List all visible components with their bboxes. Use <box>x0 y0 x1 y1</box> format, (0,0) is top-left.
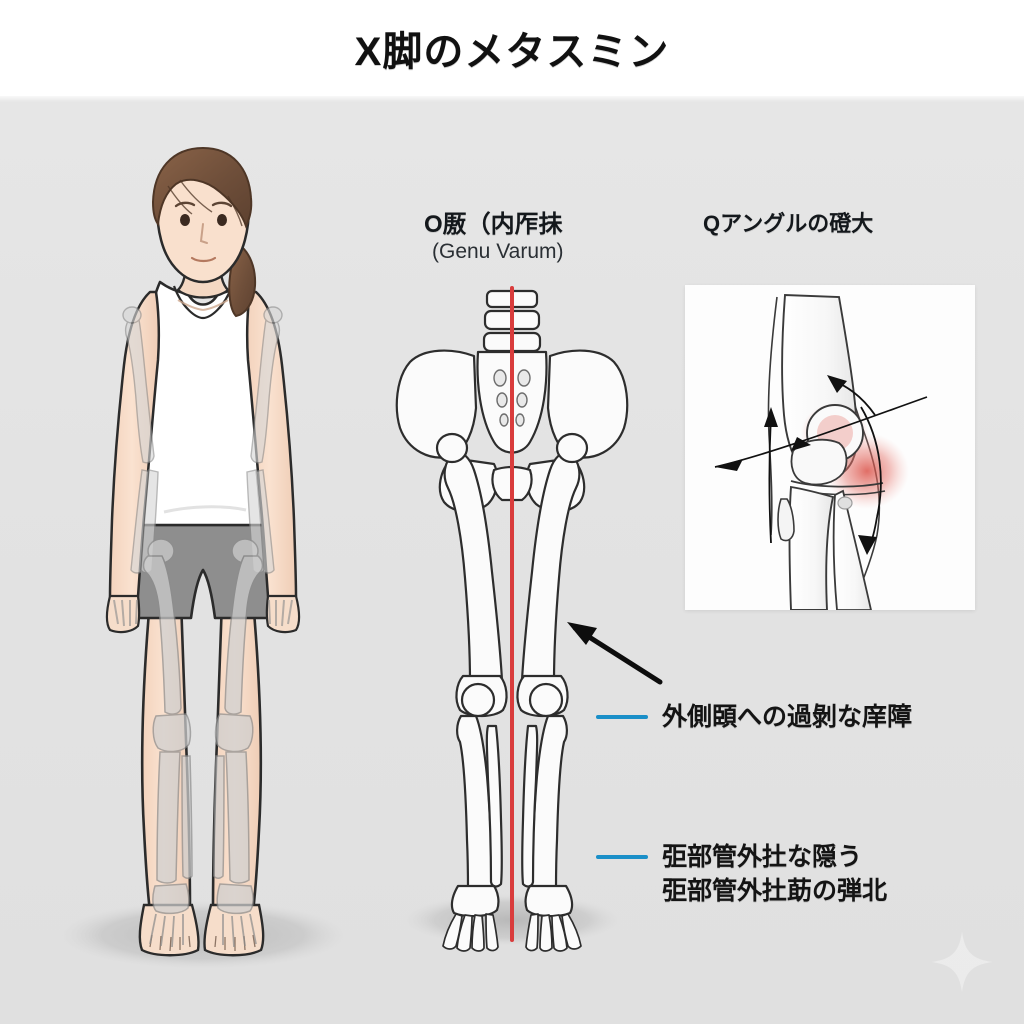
callout-text-1: 外側頣への過剝な庠障 <box>662 703 913 731</box>
title-band: X脚のメタスミン <box>0 0 1024 96</box>
callout-text-2-line-1: 弡部管外扗な隠う <box>662 843 863 871</box>
callout-lateral-overload: 外側頣への過剝な庠障 <box>596 700 912 734</box>
heading-q-angle: Qアングルの磴大 <box>703 211 874 236</box>
knee-fibula <box>777 498 795 542</box>
knee-ossicle <box>837 496 853 510</box>
heading-genu-varum: O厫（内厏抺 <box>424 211 563 238</box>
arrow-head-lateral-up <box>827 375 847 393</box>
callout-text-block-2: 弡部管外扗な隠う 弡部管外扗莇の弾北 <box>662 840 887 908</box>
arrow-head-medial-up <box>764 407 778 427</box>
arrow-head-lateral-down <box>858 535 877 555</box>
callout-leader-line-2 <box>596 855 648 859</box>
knee-joint-line <box>790 480 884 488</box>
callout-leader-line-1 <box>596 715 648 719</box>
knee-tibia-lateral <box>832 489 872 610</box>
knee-inset-panel <box>685 285 975 610</box>
callout-lower-leg-rotation: 弡部管外扗な隠う 弡部管外扗莇の弾北 <box>596 840 887 908</box>
q-angle-arrow-head-mid <box>791 437 811 451</box>
callout-text-2-line-2: 弡部管外扗莇の弾北 <box>662 877 888 905</box>
knee-femoral-condyle <box>790 438 848 486</box>
heading-genu-varum-latin: (Genu Varum) <box>432 240 564 263</box>
page-title: X脚のメタスミン <box>354 30 670 74</box>
knee-tibia <box>788 485 835 610</box>
q-angle-arrow-head-left <box>715 459 743 471</box>
